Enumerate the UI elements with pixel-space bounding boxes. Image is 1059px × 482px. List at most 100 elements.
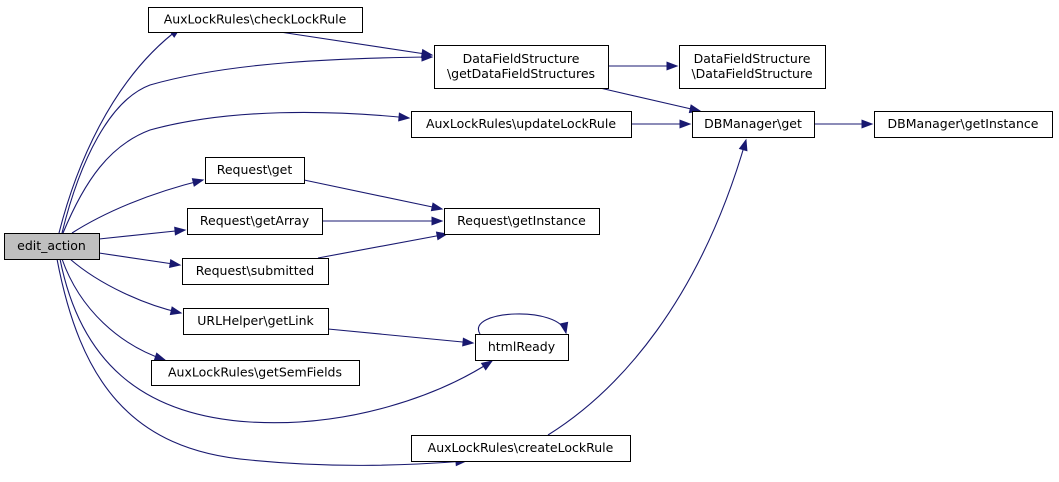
edge-arrowhead — [191, 178, 205, 187]
node-box[interactable] — [183, 308, 329, 335]
edge-edit_action-to-Request_getArray — [98, 226, 187, 240]
node-box[interactable] — [475, 334, 569, 361]
edge-line — [71, 179, 204, 234]
node-createLockRule[interactable]: AuxLockRules\createLockRule — [411, 435, 631, 462]
node-box[interactable] — [205, 157, 305, 184]
edge-line — [317, 233, 448, 259]
node-box[interactable] — [187, 208, 323, 235]
node-label: AuxLockRules\getSemFields — [168, 365, 342, 380]
edge-edit_action-to-htmlReady — [59, 258, 494, 424]
edge-edit_action-to-Request_submitted — [98, 252, 182, 268]
edge-line — [61, 56, 433, 234]
node-box[interactable] — [151, 360, 360, 386]
node-DBManager_get[interactable]: DBManager\get — [692, 111, 815, 138]
call-graph-nodes: edit_action AuxLockRules\checkLockRuleDat… — [4, 7, 1053, 462]
edge-checkLockRule-to-getDataFieldStructures — [279, 31, 434, 58]
node-updateLockRule[interactable]: AuxLockRules\updateLockRule — [411, 111, 632, 138]
node-label: htmlReady — [488, 339, 556, 354]
node-Request_get[interactable]: Request\get — [205, 157, 305, 184]
edge-arrowhead — [462, 337, 475, 347]
node-getSemFields[interactable]: AuxLockRules\getSemFields — [151, 360, 360, 386]
node-label: AuxLockRules\updateLockRule — [426, 116, 616, 131]
edge-URLHelper_getLink-to-htmlReady — [327, 328, 475, 347]
node-htmlReady[interactable]: htmlReady — [475, 334, 569, 361]
node-box[interactable] — [148, 7, 363, 33]
node-DBManager_getInstance[interactable]: DBManager\getInstance — [874, 111, 1053, 138]
node-getDataFieldStructures[interactable]: DataFieldStructure\getDataFieldStructure… — [434, 45, 609, 89]
edge-edit_action-to-updateLockRule — [62, 111, 411, 234]
node-box[interactable] — [411, 435, 631, 462]
edge-arrowhead — [430, 202, 444, 212]
edge-line — [98, 229, 186, 240]
node-box[interactable] — [411, 111, 632, 138]
edge-line — [477, 313, 567, 335]
edge-line — [62, 111, 410, 234]
edge-arrowhead — [169, 259, 182, 268]
node-label: DataFieldStructure — [463, 51, 580, 66]
edge-arrowhead — [153, 352, 167, 361]
node-label: DBManager\getInstance — [888, 116, 1039, 131]
edge-arrowhead — [480, 360, 494, 371]
edge-arrowhead — [398, 112, 411, 122]
edge-arrowhead — [861, 119, 874, 129]
node-Request_getInstance[interactable]: Request\getInstance — [444, 208, 600, 235]
edge-arrowhead — [431, 216, 444, 226]
node-checkLockRule[interactable]: AuxLockRules\checkLockRule — [148, 7, 363, 33]
edge-line — [599, 87, 701, 112]
node-label: Request\getInstance — [457, 213, 586, 228]
edge-htmlReady-to-htmlReady — [477, 313, 569, 335]
node-box[interactable] — [679, 45, 826, 89]
edge-line — [327, 328, 474, 344]
node-label: Request\get — [217, 162, 293, 177]
node-URLHelper_getLink[interactable]: URLHelper\getLink — [183, 308, 329, 335]
node-label: \getDataFieldStructures — [447, 66, 595, 81]
call-graph-edges — [56, 27, 874, 467]
edge-getDataFieldStructures-to-DataFieldStructure — [608, 61, 679, 71]
edge-edit_action-to-Request_get — [71, 178, 205, 234]
node-label: edit_action — [17, 238, 86, 253]
node-DataFieldStructure[interactable]: DataFieldStructure\DataFieldStructure — [679, 45, 826, 89]
node-label: \DataFieldStructure — [691, 66, 812, 81]
node-box[interactable] — [692, 111, 815, 138]
edge-arrowhead — [169, 306, 183, 316]
edge-line — [279, 31, 433, 56]
edge-line — [61, 258, 166, 361]
edge-arrowhead — [666, 61, 679, 71]
node-label: Request\submitted — [196, 263, 314, 278]
edge-line — [303, 179, 443, 210]
edge-arrowhead — [559, 321, 569, 335]
edge-line — [69, 258, 182, 314]
edge-Request_get-to-Request_getInstance — [303, 179, 444, 212]
edge-line — [98, 252, 181, 266]
node-box[interactable] — [444, 208, 600, 235]
node-box[interactable] — [434, 45, 609, 89]
edge-createLockRule-to-DBManager_get — [547, 138, 748, 436]
edge-updateLockRule-to-DBManager_get — [631, 119, 692, 129]
edge-line — [547, 139, 747, 436]
edge-Request_getArray-to-Request_getInstance — [322, 216, 444, 226]
edge-arrowhead — [420, 48, 434, 58]
edge-edit_action-to-getDataFieldStructures — [61, 52, 434, 234]
node-edit_action[interactable]: edit_action — [4, 233, 100, 260]
edge-Request_submitted-to-Request_getInstance — [317, 231, 449, 259]
edge-edit_action-to-getSemFields — [61, 258, 167, 361]
edge-line — [59, 258, 493, 424]
node-label: DataFieldStructure — [694, 51, 811, 66]
edge-DBManager_get-to-DBManager_getInstance — [814, 119, 874, 129]
node-label: DBManager\get — [704, 116, 802, 131]
node-Request_submitted[interactable]: Request\submitted — [182, 258, 329, 285]
edge-line — [56, 258, 467, 466]
node-box[interactable] — [4, 233, 100, 260]
node-label: AuxLockRules\checkLockRule — [164, 12, 347, 27]
edge-arrowhead — [679, 119, 692, 129]
edge-edit_action-to-URLHelper_getLink — [69, 258, 183, 316]
edge-arrowhead — [738, 138, 748, 152]
node-Request_getArray[interactable]: Request\getArray — [187, 208, 323, 235]
node-box[interactable] — [874, 111, 1053, 138]
node-box[interactable] — [182, 258, 329, 285]
edge-line — [58, 27, 181, 234]
edge-arrowhead — [174, 226, 187, 236]
edge-getDataFieldStructures-to-DBManager_get — [599, 87, 702, 114]
node-label: AuxLockRules\createLockRule — [428, 440, 614, 455]
